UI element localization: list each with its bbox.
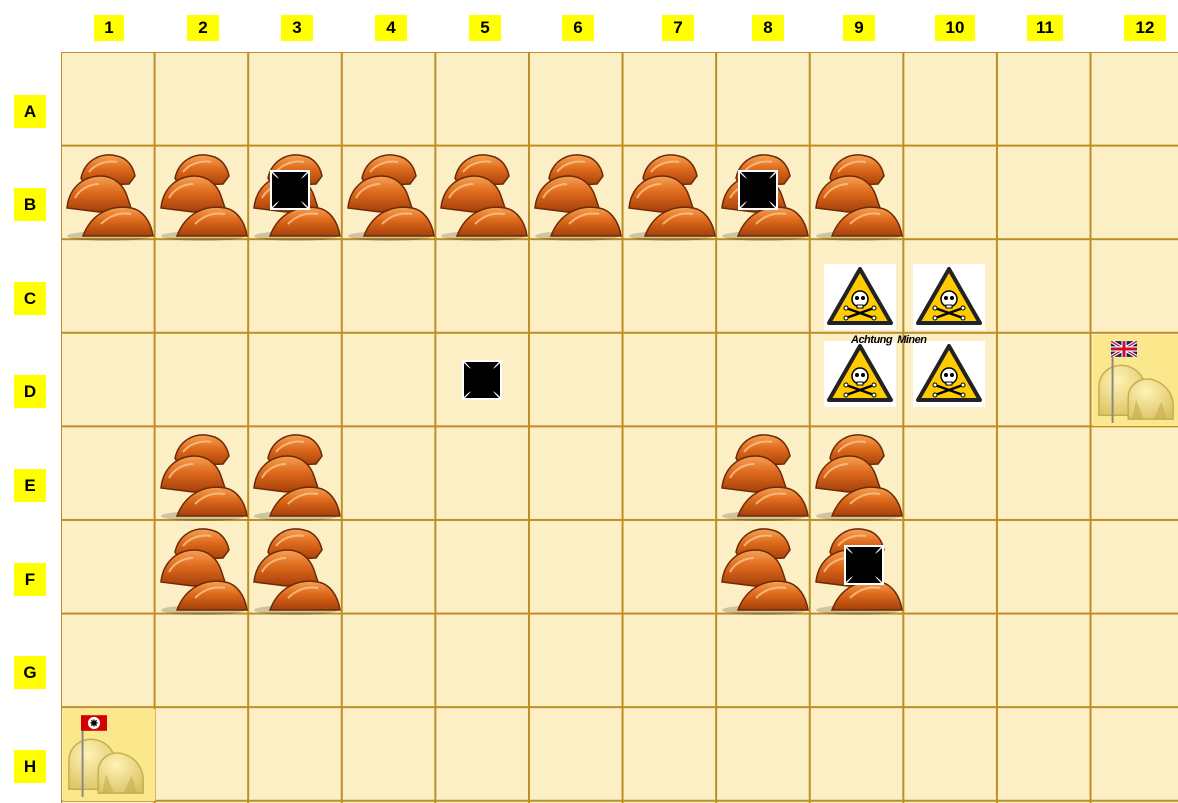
rock-pile-icon[interactable]: [435, 146, 531, 242]
mine-warning-icon[interactable]: [913, 264, 985, 330]
rock-pile-icon[interactable]: [342, 146, 438, 242]
rock-pile-icon[interactable]: [810, 426, 906, 522]
column-label-2: 2: [187, 15, 219, 41]
swastika-flag-icon[interactable]: [81, 715, 107, 731]
row-label-G: G: [14, 656, 46, 689]
row-label-E: E: [14, 469, 46, 502]
rock-pile-icon[interactable]: [248, 426, 344, 522]
mine-warning-icon[interactable]: [913, 341, 985, 407]
tent-icon[interactable]: [63, 711, 153, 801]
column-label-9: 9: [843, 15, 875, 41]
column-label-12: 12: [1124, 15, 1166, 41]
rock-pile-icon[interactable]: [623, 146, 719, 242]
rock-pile-icon[interactable]: [155, 520, 251, 616]
mine-warning-icon[interactable]: [824, 341, 896, 407]
row-label-H: H: [14, 750, 46, 783]
column-label-11: 11: [1027, 15, 1063, 41]
column-label-8: 8: [752, 15, 784, 41]
union-jack-icon[interactable]: [1111, 341, 1137, 357]
column-label-7: 7: [662, 15, 694, 41]
iron-cross-icon[interactable]: [462, 360, 502, 400]
rock-pile-icon[interactable]: [61, 146, 157, 242]
iron-cross-icon[interactable]: [844, 545, 884, 585]
row-label-F: F: [14, 563, 46, 596]
row-label-B: B: [14, 188, 46, 221]
column-label-1: 1: [94, 15, 124, 41]
column-label-4: 4: [375, 15, 407, 41]
row-label-A: A: [14, 95, 46, 128]
rock-pile-icon[interactable]: [155, 146, 251, 242]
rock-pile-icon[interactable]: [716, 520, 812, 616]
row-label-D: D: [14, 375, 46, 408]
rock-pile-icon[interactable]: [810, 146, 906, 242]
row-label-C: C: [14, 282, 46, 315]
iron-cross-icon[interactable]: [738, 170, 778, 210]
column-label-3: 3: [281, 15, 313, 41]
rock-pile-icon[interactable]: [716, 426, 812, 522]
rock-pile-icon[interactable]: [155, 426, 251, 522]
iron-cross-icon[interactable]: [270, 170, 310, 210]
mine-warning-icon[interactable]: [824, 264, 896, 330]
column-label-5: 5: [469, 15, 501, 41]
mine-warning-caption: Achtung Minen: [851, 334, 927, 346]
column-label-10: 10: [935, 15, 975, 41]
rock-pile-icon[interactable]: [529, 146, 625, 242]
column-label-6: 6: [562, 15, 594, 41]
rock-pile-icon[interactable]: [248, 520, 344, 616]
